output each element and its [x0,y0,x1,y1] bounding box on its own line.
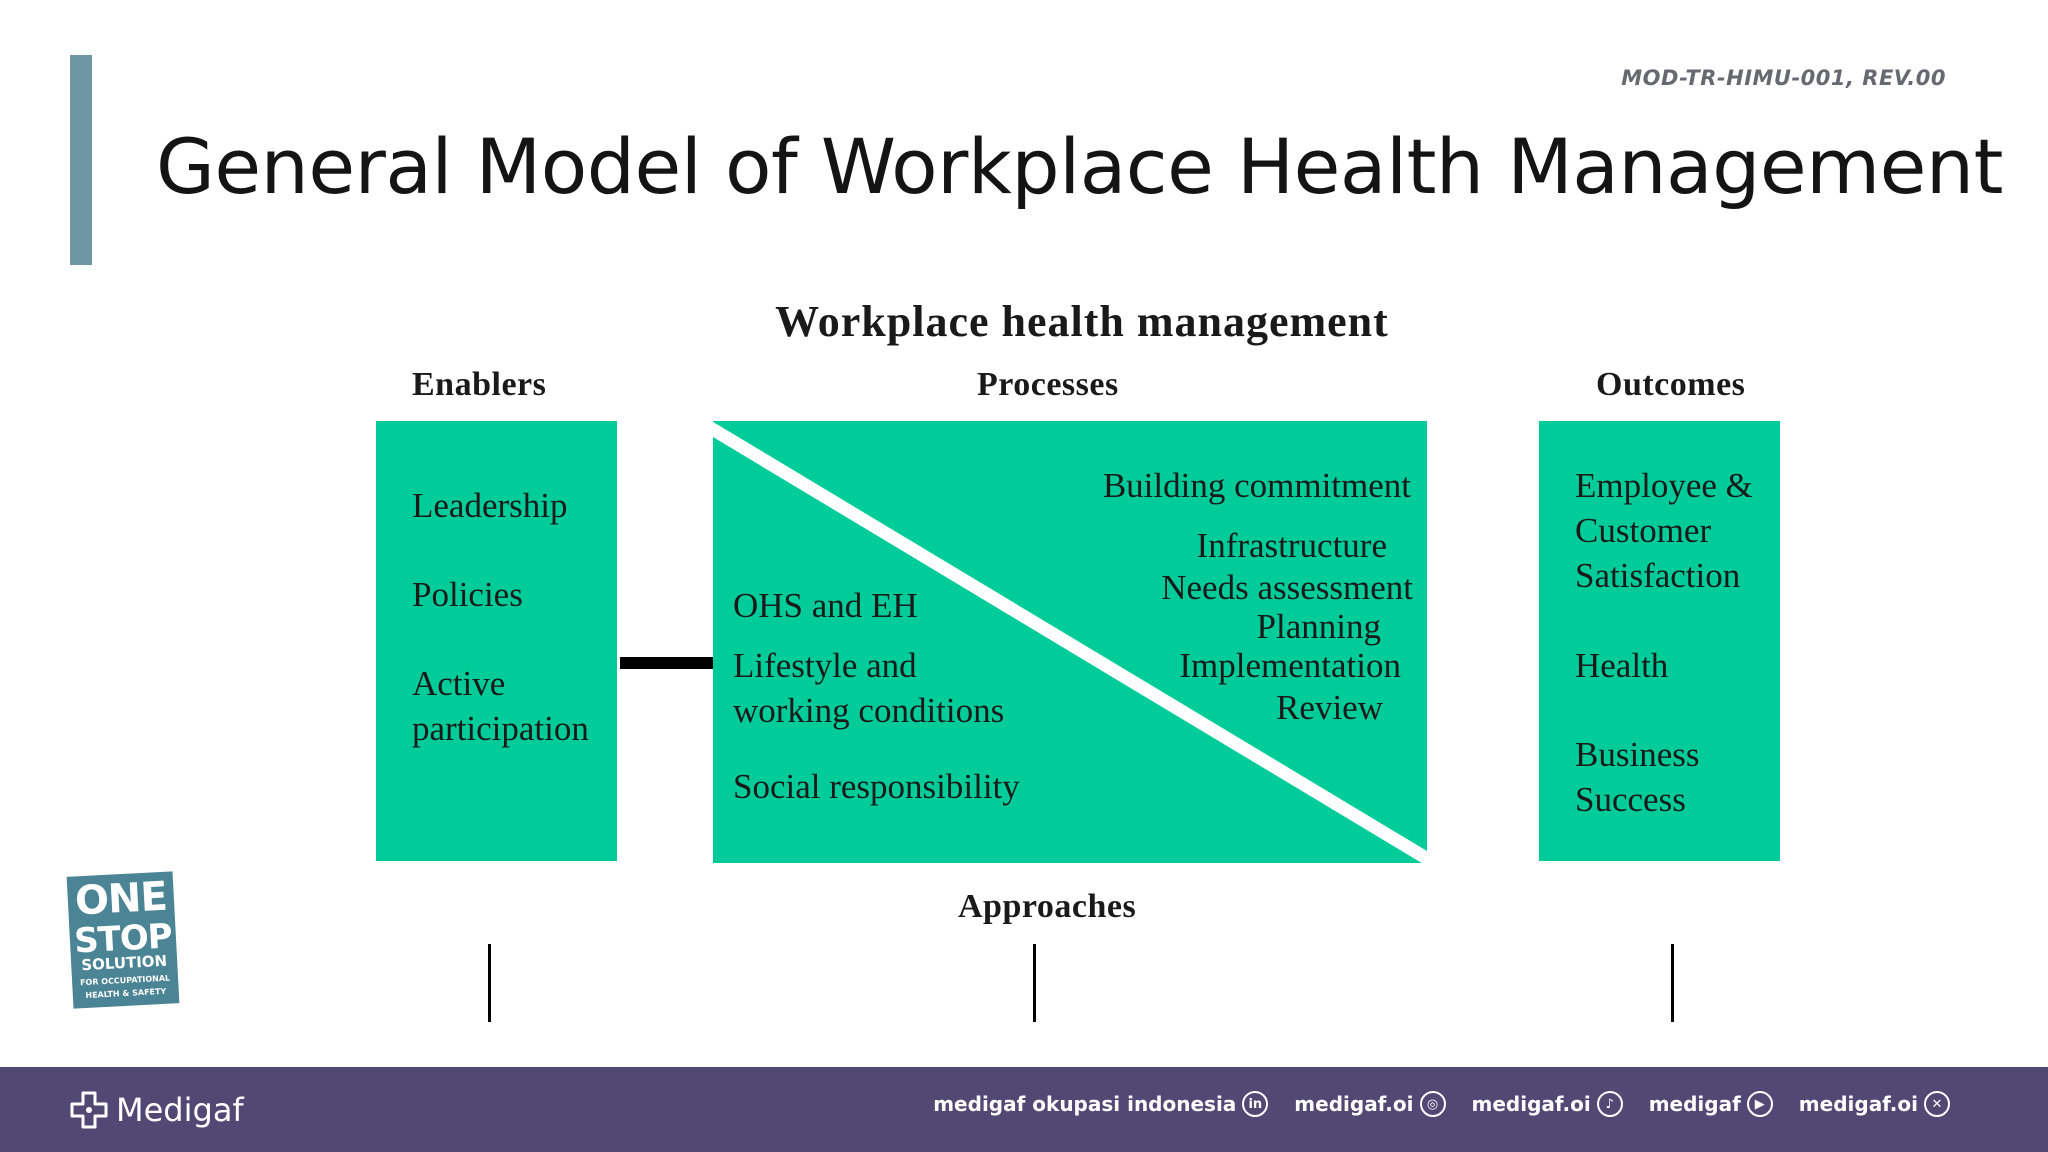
linkedin-label: medigaf okupasi indonesia [933,1092,1237,1116]
process-building-commitment: Building commitment [1102,466,1411,505]
x-label: medigaf.oi [1798,1092,1918,1116]
medigaf-brand[interactable]: Medigaf [68,1089,244,1131]
process-planning: Planning [1256,607,1381,646]
instagram-label: medigaf.oi [1294,1092,1414,1116]
one-stop-solution-logo: ONE STOP SOLUTION FOR OCCUPATIONAL HEALT… [66,871,180,1009]
approaches-label: Approaches [958,888,1137,925]
youtube-icon: ▶ [1746,1091,1773,1117]
process-infrastructure: Infrastructure [1196,526,1387,565]
process-working-conditions: working conditions [733,691,1005,730]
diagram-title: Workplace health management [775,297,1389,346]
x-link[interactable]: medigaf.oi ✕ [1799,1091,1950,1117]
processes-diagonal-divider [713,421,1427,863]
process-review: Review [1276,688,1383,727]
enabler-participation: participation [412,709,589,748]
footer-bar: Medigaf medigaf okupasi indonesia in med… [0,1067,2048,1152]
process-lifestyle: Lifestyle and [733,646,917,685]
tiktok-label: medigaf.oi [1471,1092,1591,1116]
badge-line-one: ONE [73,873,168,925]
outcome-employee: Employee & [1575,466,1753,505]
brand-name: Medigaf [116,1091,244,1129]
process-implementation: Implementation [1179,646,1401,685]
medigaf-logo-icon [70,1091,108,1129]
approach-tick-left [488,944,491,1022]
linkedin-icon: in [1242,1091,1269,1117]
outcomes-box: Employee & Customer Satisfaction Health … [1539,421,1780,861]
x-icon: ✕ [1924,1091,1950,1117]
outcome-health: Health [1575,646,1669,685]
enabler-active: Active [412,664,506,703]
process-ohs-eh: OHS and EH [733,586,918,625]
tiktok-link[interactable]: medigaf.oi ♪ [1472,1091,1623,1117]
tiktok-icon: ♪ [1596,1091,1623,1117]
approach-tick-center [1033,944,1036,1022]
enablers-heading: Enablers [412,366,547,403]
process-needs-assessment: Needs assessment [1161,568,1413,607]
outcome-satisfaction: Satisfaction [1575,556,1741,595]
process-social-responsibility: Social responsibility [733,767,1020,806]
page-title: General Model of Workplace Health Manage… [156,122,2003,211]
linkedin-link[interactable]: medigaf okupasi indonesia in [933,1091,1269,1117]
enablers-box: Leadership Policies Active participation [376,421,617,861]
social-links: medigaf okupasi indonesia in medigaf.oi … [907,1091,1950,1117]
approach-tick-right [1671,944,1674,1022]
outcome-business: Business [1575,735,1700,774]
processes-box: OHS and EH Lifestyle and working conditi… [713,421,1427,863]
instagram-icon: ◎ [1419,1091,1446,1117]
outcome-success: Success [1575,780,1686,819]
document-code: MOD-TR-HIMU-001, REV.00 [1621,66,1946,90]
outcome-customer: Customer [1575,511,1712,550]
enablers-processes-connector [620,657,718,669]
badge-line-occupational: FOR OCCUPATIONAL [79,973,171,988]
youtube-label: medigaf [1648,1092,1741,1116]
enabler-leadership: Leadership [412,486,568,525]
instagram-link[interactable]: medigaf.oi ◎ [1294,1091,1446,1117]
enabler-policies: Policies [412,575,523,614]
processes-heading: Processes [977,366,1119,403]
outcomes-heading: Outcomes [1596,366,1746,403]
youtube-link[interactable]: medigaf ▶ [1649,1091,1773,1117]
title-accent-bar [70,55,92,265]
badge-line-health-safety: HEALTH & SAFETY [85,986,167,1001]
